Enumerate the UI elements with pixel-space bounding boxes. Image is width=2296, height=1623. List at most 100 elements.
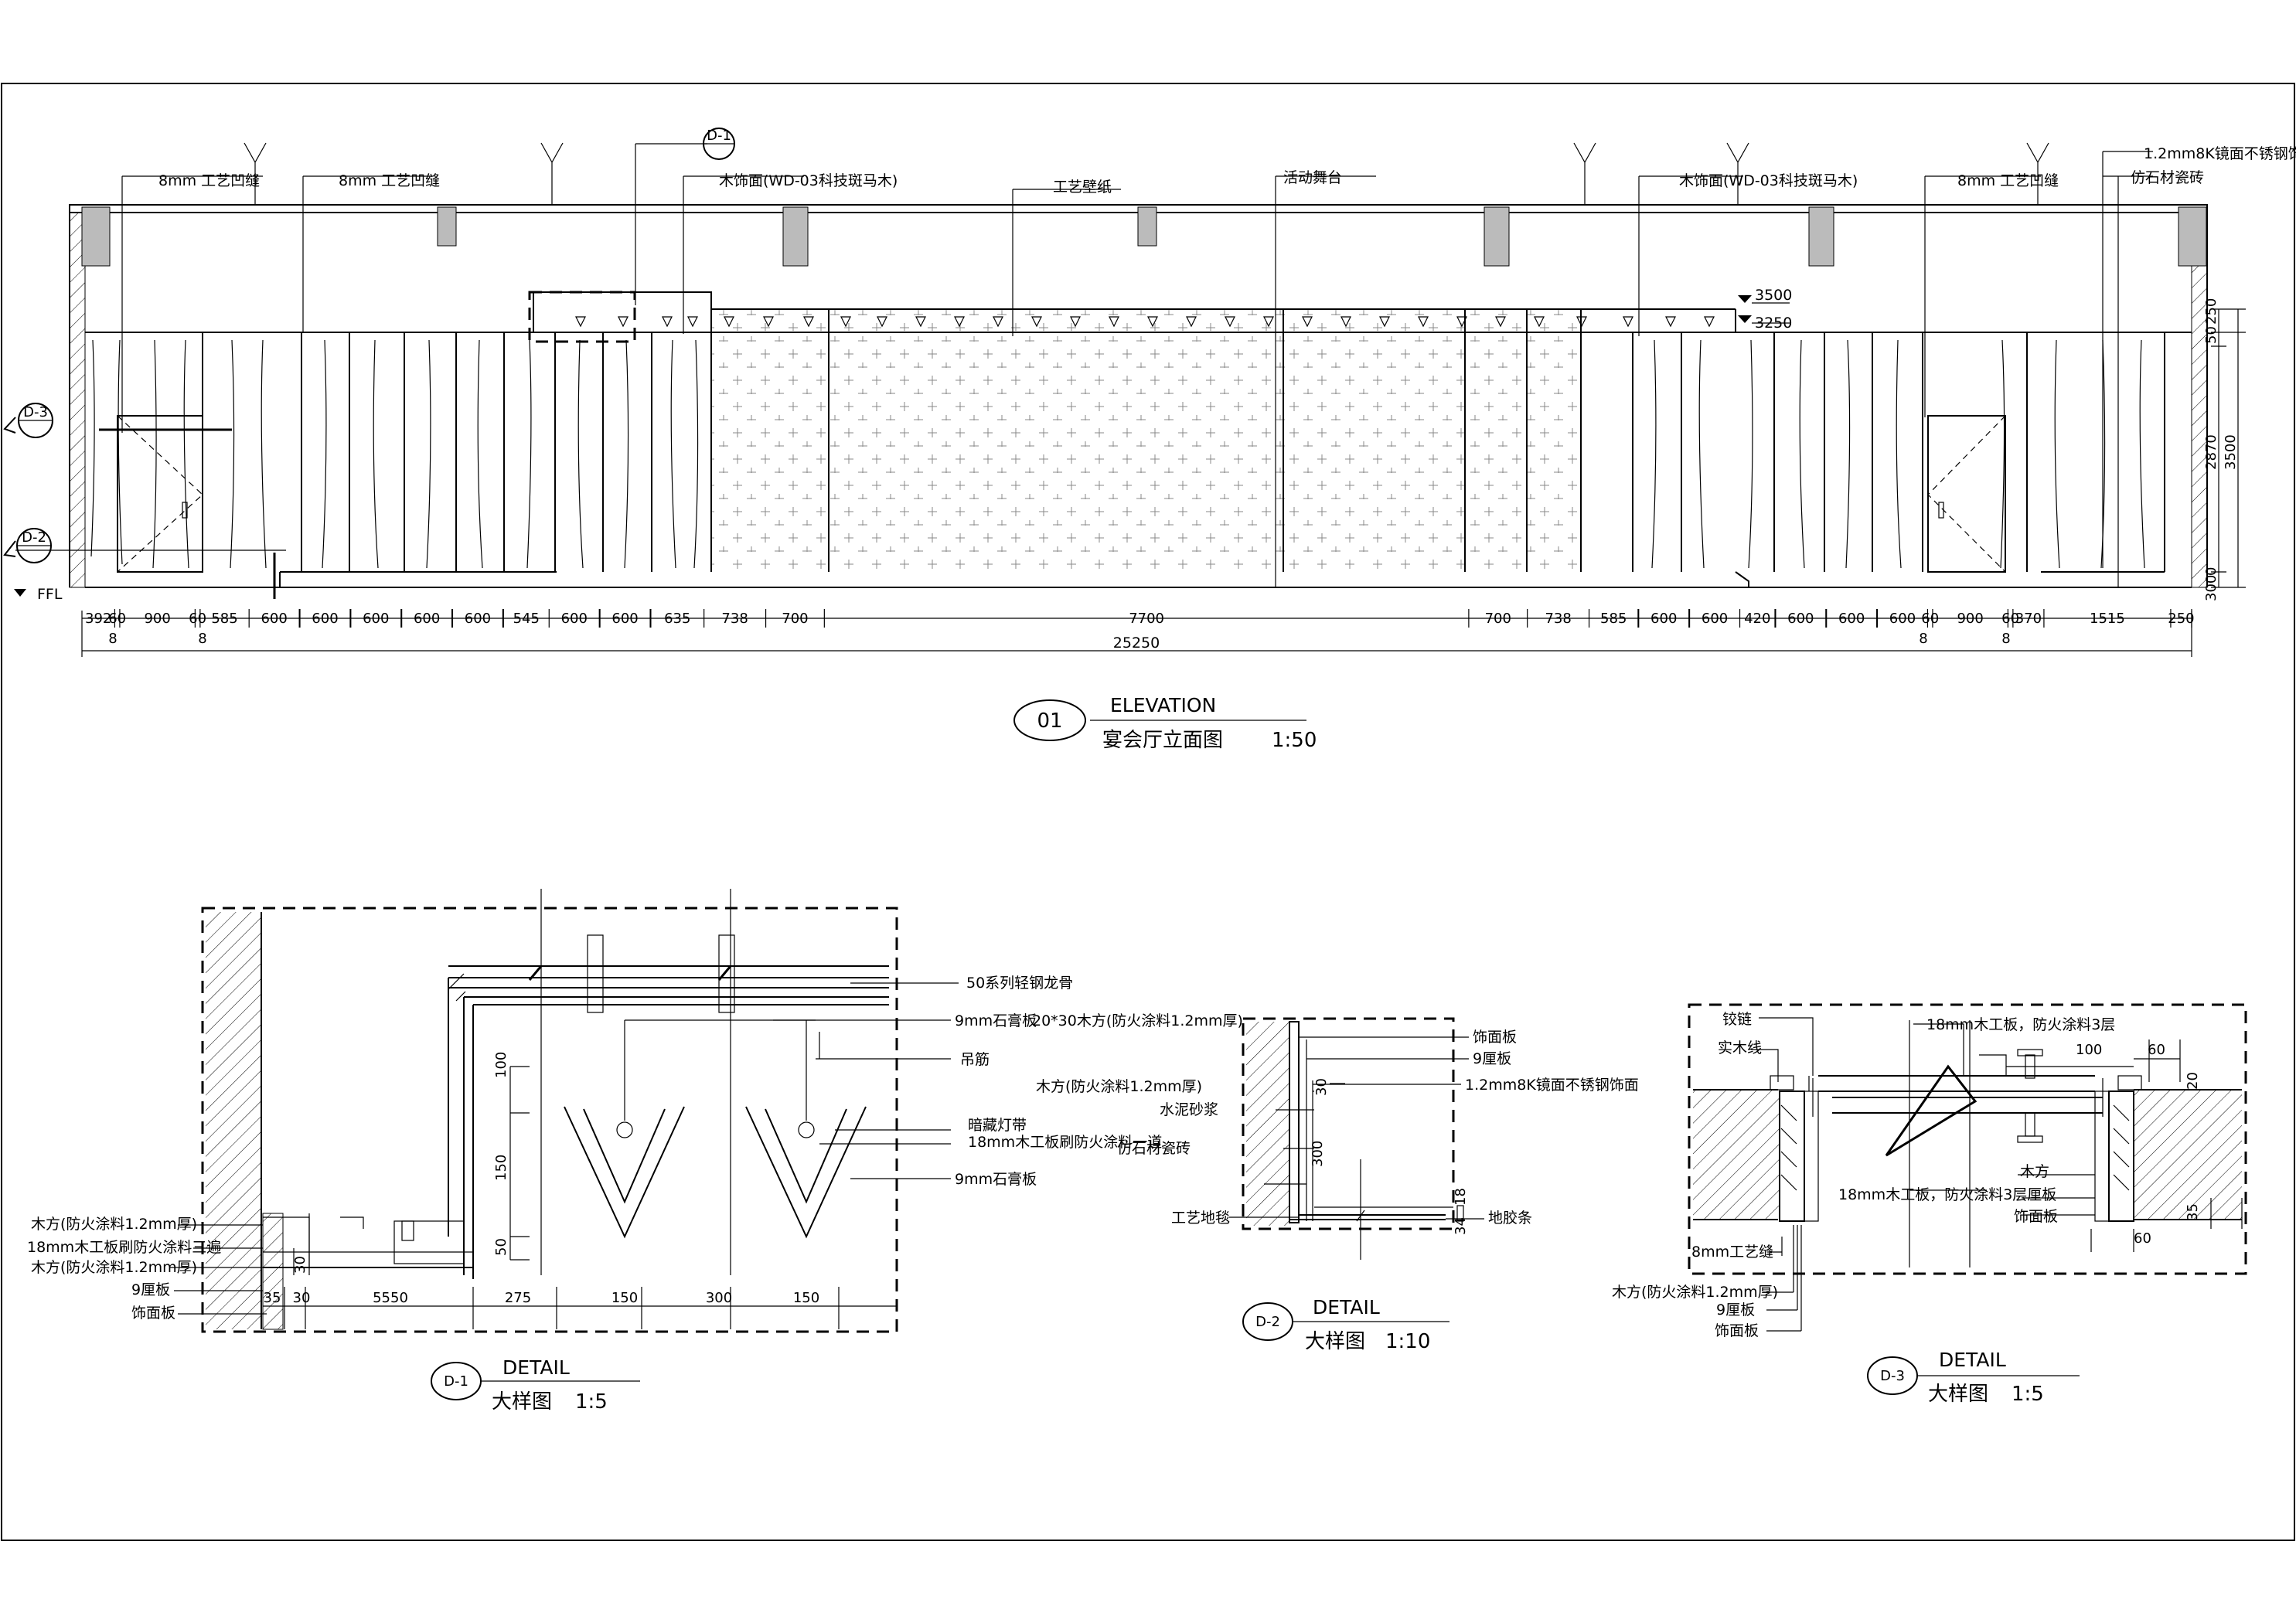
dim-value: 900	[1957, 611, 1983, 627]
dim-value: 60	[2001, 611, 2019, 627]
dim-value: 370	[2015, 611, 2042, 627]
d1-title-cn: 大样图	[492, 1390, 552, 1414]
dim-value: 600	[1787, 611, 1814, 627]
eight-2: 8	[198, 631, 206, 647]
d2-label-3: 木方(防火涂料1.2mm厚)	[1036, 1078, 1202, 1095]
door-left	[117, 415, 203, 573]
d1-label-9: 18mm木工板刷防火涂料三遍	[27, 1239, 221, 1256]
marker-d2: D-2	[22, 529, 46, 546]
title-number: 01	[1037, 709, 1062, 733]
d2-label-2: 9厘板	[1473, 1050, 1511, 1067]
title-cn: 宴会厅立面图	[1102, 729, 1223, 752]
d1-label-11: 9厘板	[131, 1281, 170, 1298]
d2-title-scale: 1:10	[1385, 1330, 1430, 1353]
marker-d1: D-1	[707, 128, 731, 144]
dim-value: 600	[611, 611, 638, 627]
d1-hdim-275: 275	[505, 1290, 531, 1306]
dim-value: 1515	[2090, 611, 2125, 627]
dim-value: 600	[561, 611, 588, 627]
callout-7: 8mm 工艺凹缝	[1957, 172, 2059, 189]
d1-label-12: 饰面板	[131, 1305, 175, 1322]
dim-value: 700	[782, 611, 808, 627]
level-3500: 3500	[1755, 287, 1792, 304]
d3-title-scale: 1:5	[2012, 1383, 2044, 1406]
ffl-label: FFL	[37, 586, 63, 603]
d1-hdim-30: 30	[293, 1290, 311, 1306]
d1-vdim-50: 50	[493, 1238, 509, 1256]
d3-label-1: 铰链	[1722, 1011, 1752, 1028]
detail-d1: 50系列轻钢龙骨 9mm石膏板 20*30木方(防火涂料1.2mm厚) 吊筋 暗…	[27, 889, 1243, 1414]
eight-4: 8	[2001, 631, 2010, 647]
dim-value: 250	[2168, 611, 2194, 627]
d2-label-7: 工艺地毯	[1171, 1210, 1230, 1227]
dim-value: 738	[1545, 611, 1571, 627]
d1-label-5: 暗藏灯带	[968, 1117, 1027, 1134]
d1-label-7: 9mm石膏板	[955, 1170, 1037, 1188]
callout-3: 木饰面(WD-03科技斑马木)	[719, 172, 898, 189]
callout-4: 工艺壁纸	[1053, 179, 1112, 196]
callout-2: 8mm 工艺凹缝	[339, 172, 440, 189]
d1-label-4: 吊筋	[960, 1051, 990, 1068]
d1-label-1: 50系列轻钢龙骨	[966, 975, 1073, 992]
dim-value: 585	[1600, 611, 1627, 627]
dim-value: 392	[85, 611, 111, 627]
d2-label-6: 仿石材瓷砖	[1117, 1140, 1191, 1157]
d3-dim-60a: 60	[2148, 1042, 2165, 1058]
d3-label-10: 饰面板	[1715, 1322, 1759, 1339]
d3-dim-100: 100	[2076, 1042, 2102, 1058]
d1-label-3: 20*30木方(防火涂料1.2mm厚)	[1032, 1012, 1243, 1029]
d2-label-1: 饰面板	[1473, 1029, 1517, 1046]
d1-hdim-5550: 5550	[373, 1290, 408, 1306]
right-dim-300: 300	[2203, 575, 2219, 601]
d2-title-en: DETAIL	[1313, 1296, 1380, 1318]
d1-vdim-30: 30	[292, 1256, 308, 1274]
callout-1: 8mm 工艺凹缝	[158, 172, 260, 189]
d1-hdim-150a: 150	[611, 1290, 638, 1306]
callout-9: 仿石材瓷砖	[2131, 169, 2204, 186]
d3-dim-20: 20	[2185, 1072, 2201, 1090]
d2-dim-300: 300	[1310, 1141, 1326, 1167]
d3-label-5: 木方	[2020, 1163, 2049, 1180]
d1-label-10: 木方(防火涂料1.2mm厚)	[31, 1259, 197, 1276]
d3-title-en: DETAIL	[1939, 1349, 2006, 1371]
dim-value: 545	[513, 611, 540, 627]
callout-6: 木饰面(WD-03科技斑马木)	[1679, 172, 1858, 189]
dim-value: 600	[465, 611, 491, 627]
d2-dim-30: 30	[1313, 1078, 1330, 1096]
dim-value: 420	[1744, 611, 1770, 627]
d1-title-scale: 1:5	[575, 1390, 608, 1414]
d2-title-cn: 大样图	[1305, 1330, 1365, 1353]
d2-dim-34: 34	[1453, 1217, 1469, 1235]
d2-marker: D-2	[1255, 1314, 1280, 1330]
d2-dim-18: 18	[1453, 1188, 1469, 1206]
d1-hdim-150b: 150	[793, 1290, 819, 1306]
dim-value: 900	[144, 611, 170, 627]
d2-label-8: 地胶条	[1488, 1210, 1532, 1227]
d3-label-4: 18mm木工板，防火涂料3层厘板	[1838, 1186, 2056, 1203]
level-3250: 3250	[1755, 315, 1792, 332]
callout-5: 活动舞台	[1283, 169, 1342, 186]
d3-label-7: 8mm工艺缝	[1691, 1244, 1773, 1261]
title-scale: 1:50	[1272, 729, 1317, 752]
d1-label-6: 18mm木工板刷防火涂料一道	[968, 1134, 1162, 1151]
d1-label-2: 9mm石膏板	[955, 1012, 1037, 1029]
elevation-view: 8mm 工艺凹缝 8mm 工艺凹缝 木饰面(WD-03科技斑马木) 工艺壁纸 活…	[3, 128, 2296, 752]
d3-label-9: 9厘板	[1716, 1301, 1755, 1318]
eight-3: 8	[1919, 631, 1927, 647]
d1-label-8: 木方(防火涂料1.2mm厚)	[31, 1216, 197, 1233]
d2-label-5: 水泥砂浆	[1160, 1101, 1218, 1118]
title-en: ELEVATION	[1110, 694, 1216, 716]
dim-value: 600	[363, 611, 389, 627]
total-dimension: 25250	[1113, 635, 1160, 652]
dim-value: 635	[664, 611, 690, 627]
d3-label-8: 木方(防火涂料1.2mm厚)	[1612, 1284, 1778, 1301]
dim-value: 600	[1838, 611, 1865, 627]
d3-label-2: 实木线	[1718, 1039, 1762, 1056]
dim-value: 600	[261, 611, 287, 627]
d3-label-6: 饰面板	[2014, 1208, 2058, 1225]
dim-value: 738	[721, 611, 748, 627]
dim-value: 585	[211, 611, 237, 627]
dim-value: 700	[1485, 611, 1511, 627]
d3-dim-60b: 60	[2134, 1230, 2151, 1247]
